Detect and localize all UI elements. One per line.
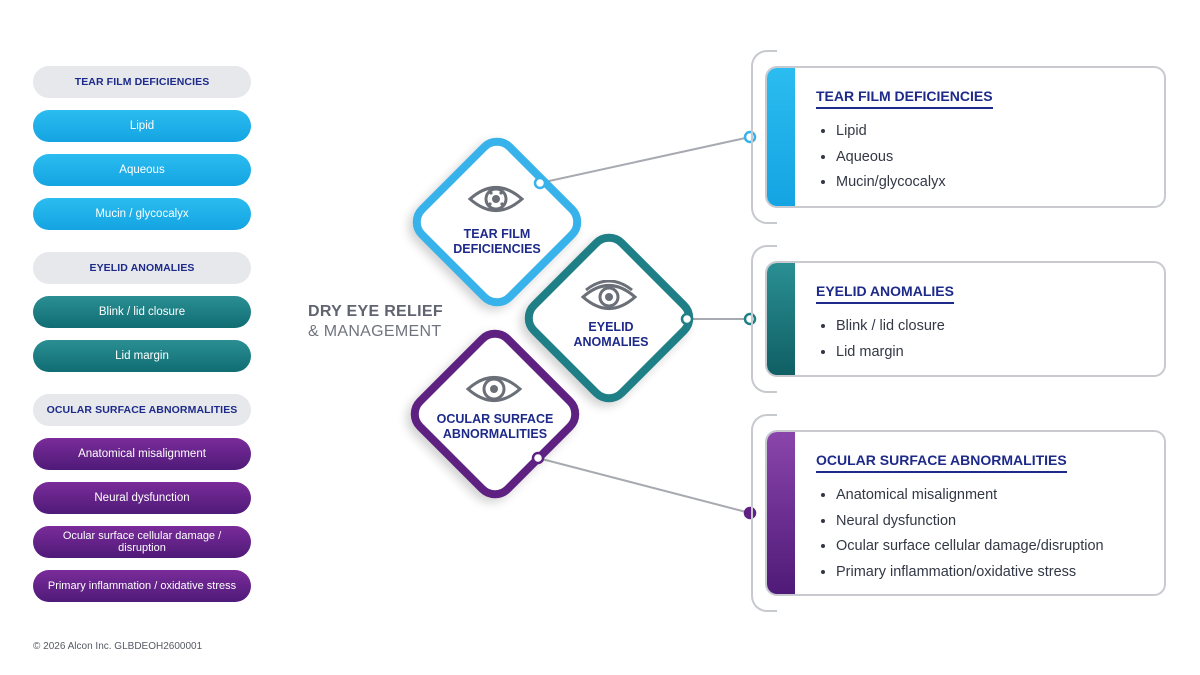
diamond-label-ocular-line1: OCULAR SURFACE <box>436 412 554 426</box>
pill-anatomical-misalignment: Anatomical misalignment <box>33 438 251 470</box>
pill-neural-dysfunction: Neural dysfunction <box>33 482 251 514</box>
panel-ocular-strip <box>767 432 795 594</box>
eyelid-header-pill: EYELID ANOMALIES <box>33 252 251 284</box>
diamond-label-tear-film: TEAR FILM DEFICIENCIES <box>427 227 567 257</box>
pill-primary-inflammation: Primary inflammation / oxidative stress <box>33 570 251 602</box>
connector-tear <box>539 136 751 184</box>
pill-lid-margin: Lid margin <box>33 340 251 372</box>
dot-eyelid-diamond <box>680 312 694 326</box>
tear-film-header-pill: TEAR FILM DEFICIENCIES <box>33 66 251 98</box>
center-title-line1: DRY EYE RELIEF <box>308 303 443 320</box>
eye-icon <box>465 376 523 402</box>
list-item: Blink / lid closure <box>836 317 945 335</box>
panel-tear-strip <box>767 68 795 206</box>
diamond-label-ocular-surface: OCULAR SURFACE ABNORMALITIES <box>425 412 565 442</box>
panel-eyelid-list: Blink / lid closure Lid margin <box>816 317 945 368</box>
panel-ocular-surface: OCULAR SURFACE ABNORMALITIES Anatomical … <box>765 430 1166 596</box>
list-item: Anatomical misalignment <box>836 486 1104 504</box>
copyright-footer: © 2026 Alcon Inc. GLBDEOH2600001 <box>33 641 203 652</box>
pill-cellular-damage: Ocular surface cellular damage / disrupt… <box>33 526 251 558</box>
diamond-label-eyelid-line1: EYELID <box>588 320 634 334</box>
diamond-label-eyelid-line2: ANOMALIES <box>573 335 649 349</box>
list-item: Neural dysfunction <box>836 512 1104 530</box>
panel-ocular-list: Anatomical misalignment Neural dysfuncti… <box>816 486 1104 588</box>
pill-aqueous: Aqueous <box>33 154 251 186</box>
panel-tear-film: TEAR FILM DEFICIENCIES Lipid Aqueous Muc… <box>765 66 1166 208</box>
list-item: Mucin/glycocalyx <box>836 173 946 191</box>
connector-ocular <box>537 457 751 514</box>
ocular-header-pill: OCULAR SURFACE ABNORMALITIES <box>33 394 251 426</box>
pill-mucin-glycocalyx: Mucin / glycocalyx <box>33 198 251 230</box>
diamond-label-tear-line1: TEAR FILM <box>463 227 531 241</box>
pill-blink-lid-closure: Blink / lid closure <box>33 296 251 328</box>
diamond-label-tear-line2: DEFICIENCIES <box>453 242 541 256</box>
bracket-ocular <box>751 414 777 612</box>
list-item: Lipid <box>836 122 946 140</box>
bracket-eyelid <box>751 245 777 393</box>
panel-tear-title: TEAR FILM DEFICIENCIES <box>816 88 993 109</box>
panel-ocular-title: OCULAR SURFACE ABNORMALITIES <box>816 452 1067 473</box>
dot-ocular-diamond <box>531 451 545 465</box>
center-title: DRY EYE RELIEF & MANAGEMENT <box>308 303 443 341</box>
eye-icon <box>467 186 525 212</box>
panel-eyelid: EYELID ANOMALIES Blink / lid closure Lid… <box>765 261 1166 377</box>
panel-eyelid-strip <box>767 263 795 375</box>
diamond-label-ocular-line2: ABNORMALITIES <box>442 427 548 441</box>
list-item: Primary inflammation/oxidative stress <box>836 563 1104 581</box>
list-item: Lid margin <box>836 343 945 361</box>
dot-tear-diamond <box>533 176 547 190</box>
center-title-line2: & MANAGEMENT <box>308 323 442 340</box>
panel-tear-list: Lipid Aqueous Mucin/glycocalyx <box>816 122 946 199</box>
eye-icon <box>580 280 638 310</box>
pill-lipid: Lipid <box>33 110 251 142</box>
list-item: Aqueous <box>836 148 946 166</box>
list-item: Ocular surface cellular damage/disruptio… <box>836 537 1104 555</box>
diamond-label-eyelid: EYELID ANOMALIES <box>541 320 681 350</box>
panel-eyelid-title: EYELID ANOMALIES <box>816 283 954 304</box>
bracket-tear <box>751 50 777 224</box>
